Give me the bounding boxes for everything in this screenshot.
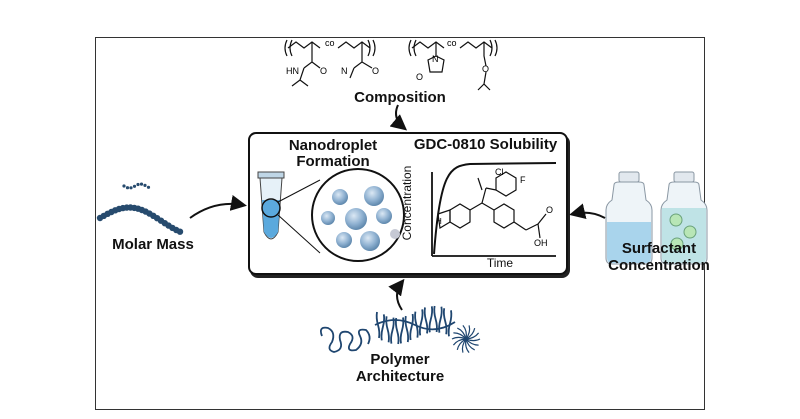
n-label-2: N: [432, 54, 439, 64]
bead: [143, 183, 147, 187]
nanodroplet-formation-label: Nanodroplet Formation: [288, 137, 378, 170]
o-label-1: O: [320, 66, 327, 76]
bead: [122, 184, 126, 188]
bead: [139, 182, 144, 186]
composition-label: Composition: [354, 89, 446, 106]
copolymer-structure-left: [284, 39, 376, 87]
comb-bristle: [385, 316, 390, 343]
bead: [129, 186, 133, 190]
comb-bristle: [447, 310, 453, 337]
star-arm: [465, 332, 480, 340]
star-arm: [465, 338, 470, 353]
comb-bristle: [404, 315, 410, 343]
star-arm: [465, 325, 471, 340]
bead: [146, 185, 151, 189]
cl-label: Cl: [495, 167, 504, 177]
gdc-solubility-label: GDC-0810 Solubility: [413, 136, 558, 153]
n-label-1: N: [341, 66, 348, 76]
arrow-molar-mass: [189, 195, 247, 219]
o-label-4: O: [482, 64, 489, 74]
comb-bristle: [380, 314, 386, 341]
nanodroplets: [321, 186, 400, 251]
comb-bristle: [428, 306, 434, 333]
vial-icon-left: [605, 171, 653, 265]
bead: [136, 182, 140, 187]
polymer-label-line1: Polymer: [370, 351, 430, 368]
surfactant-label-line1: Surfactant: [621, 240, 697, 257]
star-arm: [465, 327, 476, 340]
co-label-right: co: [447, 38, 457, 48]
comb-bristle: [390, 317, 395, 344]
solubility-plot: [431, 162, 557, 257]
center-panel: [248, 132, 568, 275]
star-arm: [461, 338, 467, 353]
comb-bristle: [423, 307, 429, 334]
star-arm: [453, 332, 467, 340]
star-arm: [452, 338, 467, 346]
o-label-3: O: [416, 72, 423, 82]
star-arm: [457, 327, 467, 340]
polymer-label-line2: Architecture: [355, 368, 445, 385]
hn-label: HN: [286, 66, 299, 76]
star-arm: [462, 325, 467, 340]
nh-label: H: [436, 217, 442, 226]
oh-label: OH: [534, 238, 548, 248]
arrow-composition: [389, 104, 408, 131]
bead: [176, 228, 184, 235]
arrow-architecture: [388, 278, 405, 311]
comb-bristle: [409, 313, 414, 341]
bead-chain-icon: [96, 182, 184, 235]
comb-bristle: [442, 308, 448, 335]
polymer-architecture-icons: [319, 305, 481, 353]
surfactant-label-line2: Concentration: [608, 257, 710, 274]
bead: [132, 184, 137, 188]
o-label-5: O: [546, 205, 553, 215]
comb-bristle: [438, 306, 443, 333]
bead: [125, 186, 130, 190]
co-label-left: co: [325, 38, 335, 48]
o-label-2: O: [372, 66, 379, 76]
f-label: F: [520, 175, 526, 185]
comb-bristle: [394, 317, 400, 345]
time-axis-label: Time: [486, 256, 514, 270]
comb-bristle: [433, 305, 438, 333]
concentration-axis-label: Concentration: [400, 165, 414, 241]
tube-icon: [257, 171, 321, 254]
star-arm: [465, 338, 479, 346]
star-arm: [465, 338, 475, 351]
copolymer-structure-right: [408, 39, 498, 91]
comb-bristle: [418, 309, 424, 336]
arrow-surfactant: [569, 203, 606, 220]
vial-icon-right: [660, 171, 708, 265]
molar-mass-label: Molar Mass: [112, 236, 194, 253]
star-arm: [456, 338, 467, 351]
comb-bristle: [375, 311, 381, 339]
star-arm: [451, 336, 467, 340]
gdc-0810-structure: [437, 171, 547, 239]
comb-bristle: [414, 311, 419, 338]
comb-bristle: [399, 317, 405, 344]
